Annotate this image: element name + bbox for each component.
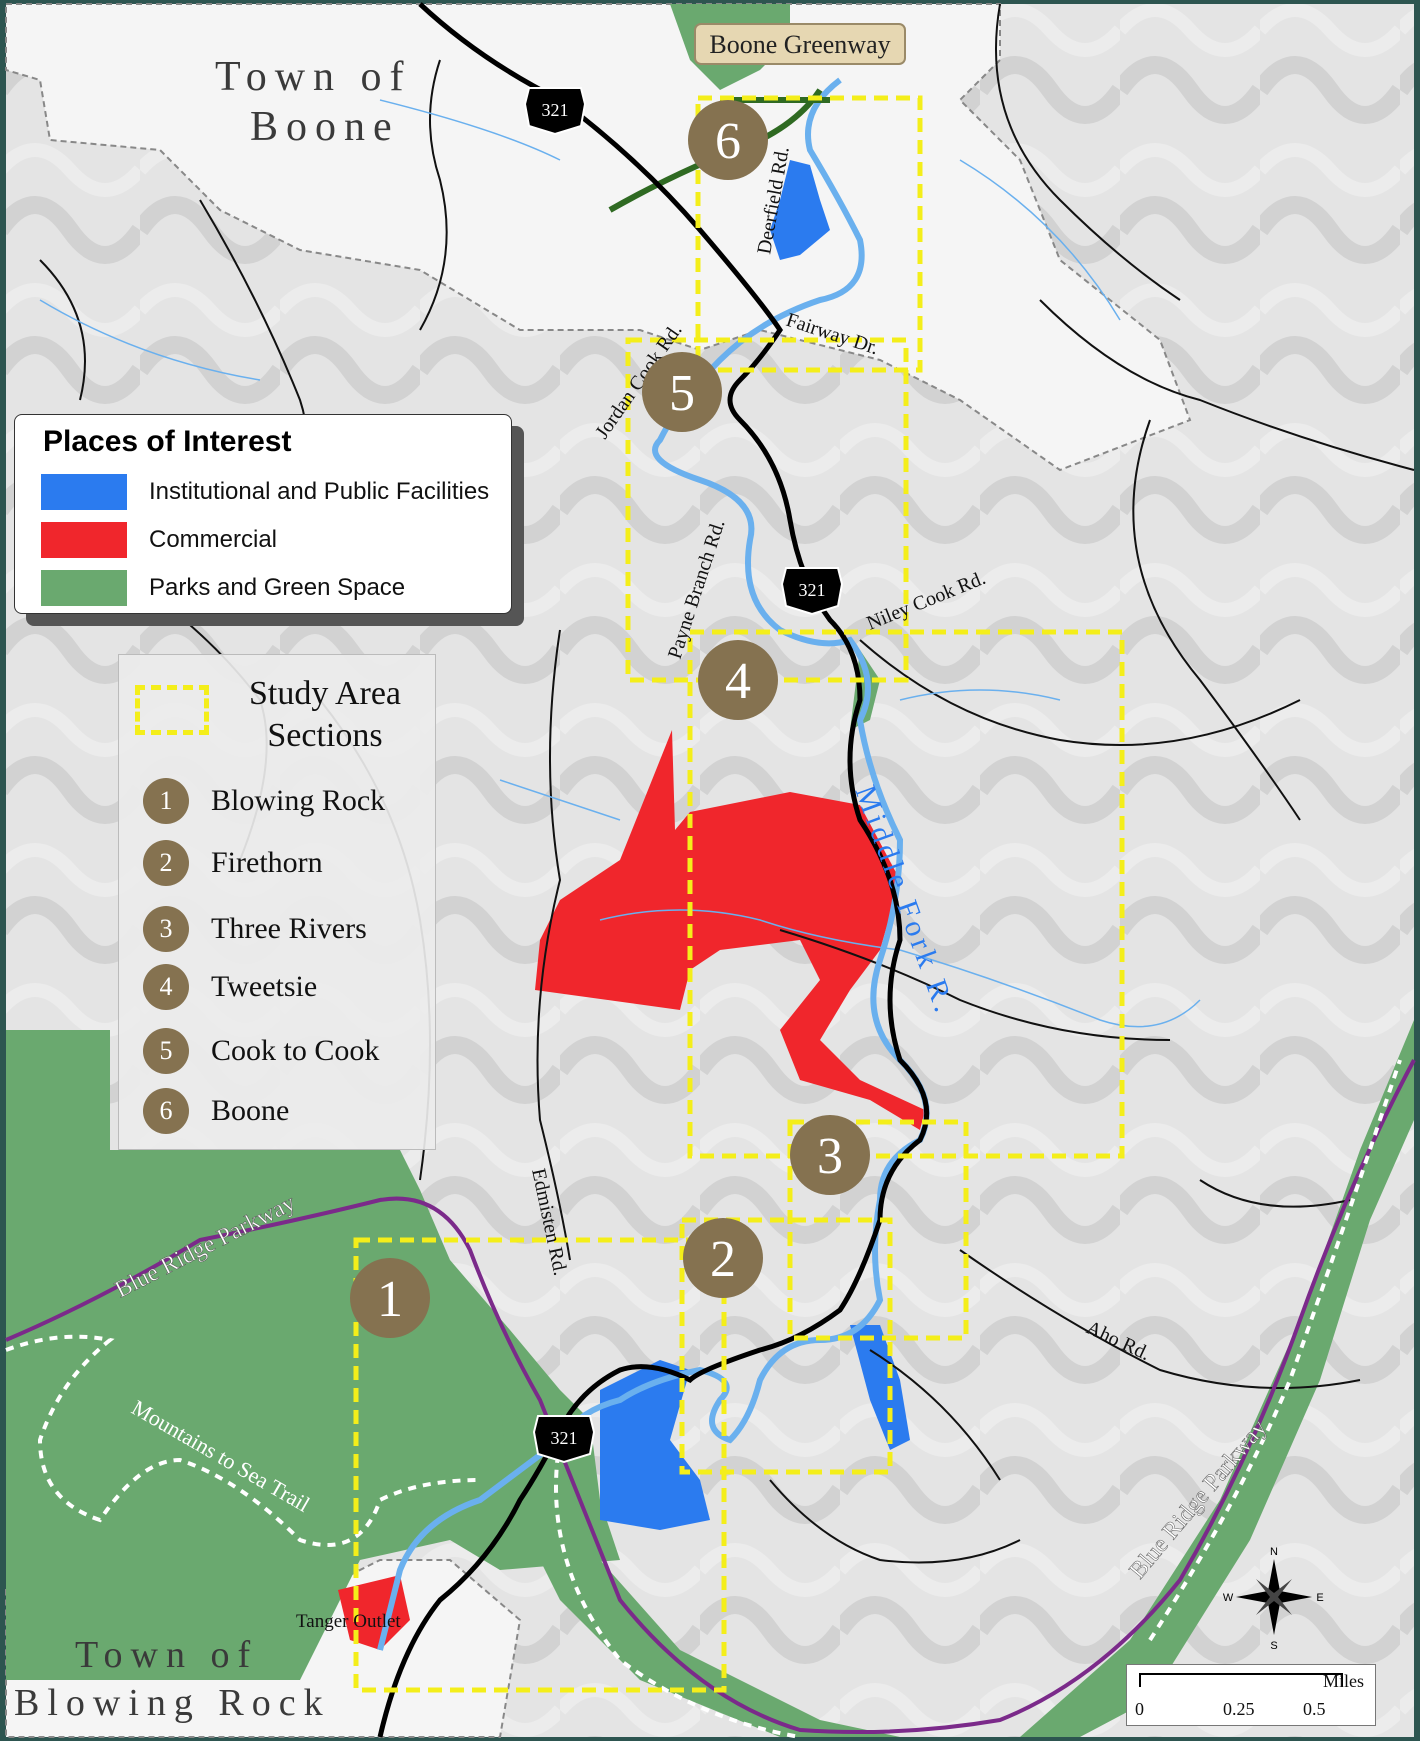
- section-marker-3[interactable]: 3: [790, 1115, 870, 1195]
- poi-item-commercial: Commercial: [41, 521, 277, 559]
- poi-swatch: [41, 570, 127, 606]
- scale-tick-025: 0.25: [1223, 1699, 1255, 1719]
- scale-bar-line: [1139, 1673, 1343, 1687]
- boone-greenway-badge: Boone Greenway: [694, 23, 906, 65]
- mountains-to-sea-trail-route: [5, 1059, 1402, 1739]
- study-area-title-line1: Study Area: [248, 675, 402, 712]
- compass-w: W: [1223, 1592, 1234, 1604]
- study-item-name: Firethorn: [211, 846, 323, 879]
- compass-e: E: [1316, 1592, 1323, 1604]
- study-item-number: 2: [143, 840, 189, 886]
- poi-item-institutional: Institutional and Public Facilities: [41, 473, 489, 511]
- scale-tick-05: 0.5: [1303, 1699, 1326, 1719]
- us-321-shield-south: 321: [532, 1415, 596, 1464]
- study-area-legend-title: Study Area Sections: [225, 673, 425, 757]
- scale-tick-0: 0: [1135, 1699, 1144, 1719]
- town-blowing-label-2: Blowing Rock: [14, 1682, 331, 1724]
- study-area-box-1: [353, 1237, 727, 1693]
- shield-number: 321: [799, 580, 826, 600]
- compass-n: N: [1270, 1546, 1278, 1558]
- section-marker-number: 2: [710, 1231, 736, 1288]
- tanger-outlet-label: Tanger Outlet: [296, 1611, 401, 1632]
- study-item-1: 1 Blowing Rock: [143, 777, 385, 825]
- study-item-5: 5 Cook to Cook: [143, 1027, 379, 1075]
- study-area-boxes: [353, 95, 1125, 1693]
- section-marker-number: 1: [377, 1271, 403, 1328]
- institutional-east: [850, 1325, 910, 1450]
- compass-s: S: [1270, 1640, 1277, 1652]
- study-item-name: Boone: [211, 1094, 290, 1127]
- study-item-6: 6 Boone: [143, 1087, 289, 1135]
- poi-label: Commercial: [149, 526, 278, 553]
- scale-bar: Miles 0 0.25 0.5: [1126, 1664, 1376, 1726]
- study-area-swatch: [135, 685, 209, 735]
- section-marker-4[interactable]: 4: [698, 640, 778, 720]
- study-area-box-4: [687, 629, 1125, 1159]
- scale-unit: Miles: [1323, 1671, 1365, 1691]
- shield-number: 321: [551, 1428, 578, 1448]
- us-321-shield-middle: 321: [780, 567, 844, 616]
- study-item-3: 3 Three Rivers: [143, 905, 367, 953]
- poi-item-parks: Parks and Green Space: [41, 569, 405, 607]
- town-boone-label-2: Boone: [250, 104, 400, 150]
- institutional-south: [600, 1360, 710, 1530]
- poi-label: Institutional and Public Facilities: [149, 478, 490, 505]
- streams: [39, 99, 1201, 1028]
- section-marker-number: 6: [715, 113, 741, 170]
- section-marker-5[interactable]: 5: [642, 352, 722, 432]
- places-of-interest-legend: Places of Interest Institutional and Pub…: [14, 414, 512, 614]
- boone-greenway-label: Boone Greenway: [709, 30, 890, 59]
- study-item-name: Tweetsie: [211, 970, 318, 1003]
- section-marker-6[interactable]: 6: [688, 100, 768, 180]
- study-area-box-6: [695, 95, 923, 373]
- study-item-name: Three Rivers: [211, 912, 367, 945]
- section-marker-number: 4: [725, 653, 751, 710]
- us-321-shield-north: 321: [523, 87, 587, 136]
- study-item-number: 1: [143, 778, 189, 824]
- town-boone-label-1: Town of: [215, 54, 412, 100]
- compass-rose-icon: N S E W: [1223, 1546, 1324, 1652]
- study-item-name: Blowing Rock: [211, 784, 386, 817]
- section-marker-number: 3: [817, 1128, 843, 1185]
- poi-swatch: [41, 474, 127, 510]
- shield-number: 321: [542, 100, 569, 120]
- study-item-4: 4 Tweetsie: [143, 963, 317, 1011]
- study-item-2: 2 Firethorn: [143, 839, 323, 887]
- section-marker-number: 5: [669, 365, 695, 422]
- section-marker-1[interactable]: 1: [350, 1258, 430, 1338]
- parks-green-west: [6, 1030, 620, 1680]
- study-area-title-line2: Sections: [267, 717, 383, 754]
- poi-legend-title: Places of Interest: [43, 425, 292, 458]
- commercial-area-main: [535, 730, 925, 1130]
- poi-swatch: [41, 522, 127, 558]
- town-of-boone-area: [5, 3, 1192, 472]
- study-item-number: 5: [143, 1028, 189, 1074]
- study-area-box-3: [787, 1119, 969, 1341]
- us-321-highway: [377, 2, 930, 1738]
- study-area-box-2: [679, 1217, 893, 1475]
- study-item-name: Cook to Cook: [211, 1034, 380, 1067]
- institutional-boone: [770, 160, 830, 260]
- study-area-legend: Study Area Sections 1 Blowing Rock 2 Firet…: [118, 654, 436, 1150]
- study-item-number: 4: [143, 964, 189, 1010]
- section-marker-2[interactable]: 2: [683, 1218, 763, 1298]
- study-item-number: 6: [143, 1088, 189, 1134]
- parks-green-parkway-corridor: [500, 1020, 1414, 1737]
- poi-label: Parks and Green Space: [149, 574, 406, 601]
- town-blowing-label-1: Town of: [75, 1634, 258, 1676]
- study-item-number: 3: [143, 906, 189, 952]
- blue-ridge-parkway-route: [5, 1059, 1416, 1735]
